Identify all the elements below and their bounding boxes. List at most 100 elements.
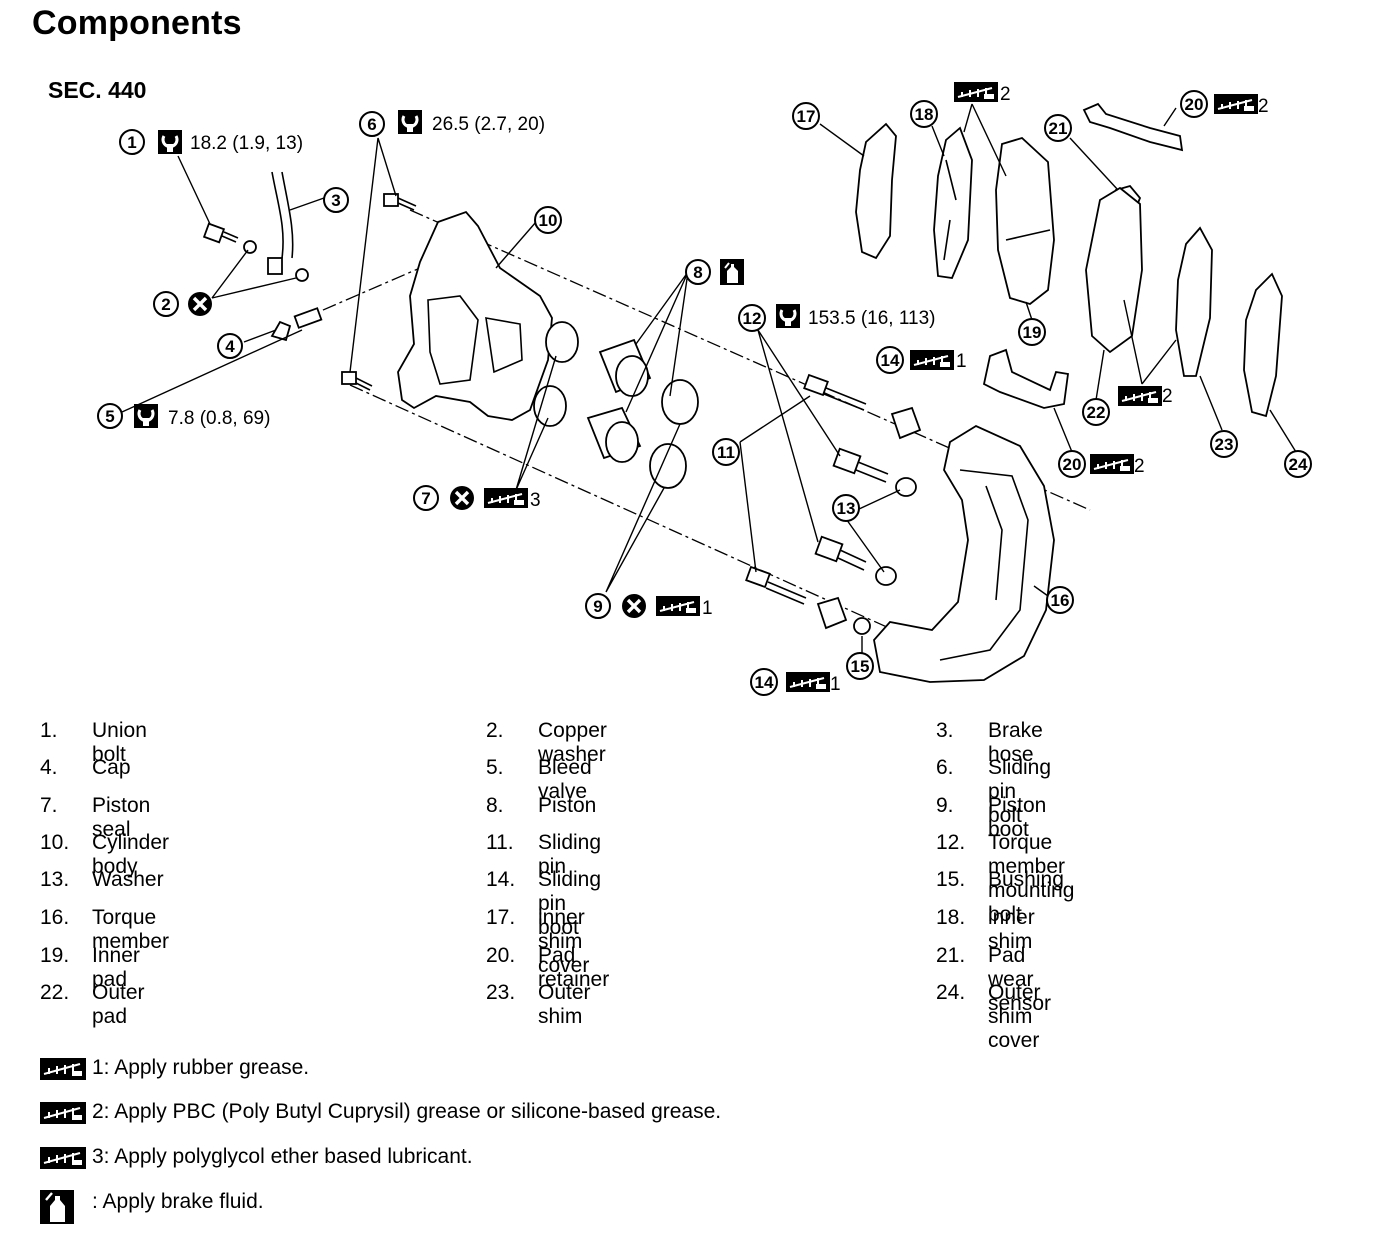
- inner-shim-detail: [943, 159, 957, 261]
- piston-seal: [533, 385, 567, 427]
- svg-text:20: 20: [1185, 95, 1204, 114]
- svg-text:14: 14: [755, 673, 774, 692]
- inner-shim-cover: [855, 122, 897, 260]
- svg-text:12: 12: [743, 309, 762, 328]
- inner-pad-groove: [1005, 229, 1051, 241]
- do-not-reuse-icon: [186, 290, 214, 318]
- svg-text:2: 2: [1134, 456, 1145, 477]
- page-title: Components: [32, 4, 242, 42]
- svg-text:153.5 (16, 113): 153.5 (16, 113): [808, 308, 935, 329]
- piston-boot: [661, 379, 699, 425]
- svg-text:14: 14: [881, 351, 900, 370]
- washer: [875, 566, 897, 586]
- grease-icon: [40, 1147, 86, 1169]
- callout-24: 24: [1284, 450, 1312, 478]
- sliding-pin-boot: [890, 406, 922, 440]
- svg-text:1: 1: [830, 674, 841, 695]
- svg-text:18.2 (1.9, 13): 18.2 (1.9, 13): [190, 133, 303, 154]
- piston-seal: [545, 321, 579, 363]
- callout-17: 17: [792, 102, 820, 130]
- do-not-reuse-icon: [448, 484, 476, 512]
- torque-wrench-icon: [156, 128, 184, 156]
- callout-15: 15: [846, 652, 874, 680]
- callout-22: 22 2: [1082, 385, 1173, 426]
- svg-text:3: 3: [530, 490, 541, 511]
- callout-11: 11: [712, 438, 740, 466]
- svg-text:7.8 (0.8, 69): 7.8 (0.8, 69): [168, 408, 270, 429]
- brake-fluid-icon: [719, 258, 745, 286]
- svg-text:16: 16: [1051, 591, 1070, 610]
- callout-20-bottom: 20 2: [1058, 450, 1145, 478]
- sliding-pin: [803, 373, 867, 411]
- callout-21: 21: [1044, 114, 1072, 142]
- outer-shim-cover: [1243, 272, 1283, 418]
- callout-18: 18 2: [910, 81, 1011, 128]
- washer: [895, 477, 917, 497]
- svg-text:1: 1: [702, 598, 713, 619]
- svg-text:10: 10: [539, 211, 558, 230]
- piston: [598, 338, 652, 397]
- torque-member-mounting-bolt: [832, 447, 889, 483]
- grease-icon: [655, 595, 701, 617]
- callout-2: 2: [153, 290, 214, 318]
- torque-member: [873, 424, 1055, 683]
- inner-shim: [933, 126, 973, 279]
- svg-text:4: 4: [225, 337, 235, 356]
- svg-text:5: 5: [105, 407, 114, 426]
- piston: [586, 406, 642, 463]
- sliding-pin-bolt-bottom: [341, 371, 373, 391]
- grease-icon: [953, 81, 999, 103]
- svg-text:24: 24: [1289, 455, 1308, 474]
- pad-retainer: [1082, 102, 1184, 152]
- svg-text:3: 3: [331, 191, 340, 210]
- inner-pad: [995, 136, 1055, 305]
- svg-text:8: 8: [693, 263, 702, 282]
- copper-washer: [295, 268, 309, 282]
- alignment-line: [299, 267, 421, 321]
- svg-text:15: 15: [851, 657, 870, 676]
- torque-wrench-icon: [774, 302, 802, 330]
- callout-10: 10: [534, 206, 562, 234]
- svg-text:21: 21: [1049, 119, 1068, 138]
- callout-19: 19: [1018, 318, 1046, 346]
- leader-lines: [121, 103, 1297, 664]
- bushing: [853, 617, 871, 635]
- socket-wrench-icon: [132, 402, 160, 430]
- grease-icon: [40, 1058, 86, 1080]
- callout-9: 9 1: [585, 592, 713, 620]
- callout-3: 3: [323, 187, 349, 213]
- svg-text:2: 2: [1258, 96, 1269, 117]
- bleed-valve: [293, 307, 323, 329]
- grease-icon: [483, 487, 529, 509]
- callout-8: 8: [685, 258, 745, 286]
- callout-14-bottom: 14 1: [750, 668, 841, 696]
- cylinder-body-detail: [427, 295, 523, 385]
- copper-washer: [243, 240, 257, 254]
- svg-text:22: 22: [1087, 403, 1106, 422]
- sliding-pin-boot: [816, 596, 848, 630]
- torque-wrench-icon: [396, 108, 424, 136]
- callout-23: 23: [1210, 430, 1238, 458]
- grease-icon: [40, 1102, 86, 1124]
- callout-6: 6 26.5 (2.7, 20): [359, 108, 545, 137]
- alignment-line: [349, 384, 961, 661]
- svg-text:6: 6: [367, 115, 376, 134]
- callout-12: 12 153.5 (16, 113): [738, 302, 935, 332]
- outer-pad: [1085, 186, 1143, 354]
- grease-icon: [785, 671, 831, 693]
- svg-text:11: 11: [717, 443, 735, 462]
- svg-text:19: 19: [1023, 323, 1042, 342]
- do-not-reuse-icon: [620, 592, 648, 620]
- svg-text:2: 2: [161, 295, 170, 314]
- svg-text:18: 18: [915, 105, 934, 124]
- callout-14-top: 14 1: [876, 346, 967, 374]
- svg-text:1: 1: [127, 133, 136, 152]
- grease-icon: [1117, 385, 1163, 407]
- callout-7: 7 3: [413, 484, 541, 512]
- grease-icon: [909, 349, 955, 371]
- callout-1: 1 18.2 (1.9, 13): [119, 128, 303, 156]
- brake-hose: [271, 171, 294, 259]
- callout-20-top: 20 2: [1180, 90, 1269, 118]
- svg-text:17: 17: [797, 107, 816, 126]
- pad-retainer: [982, 348, 1070, 409]
